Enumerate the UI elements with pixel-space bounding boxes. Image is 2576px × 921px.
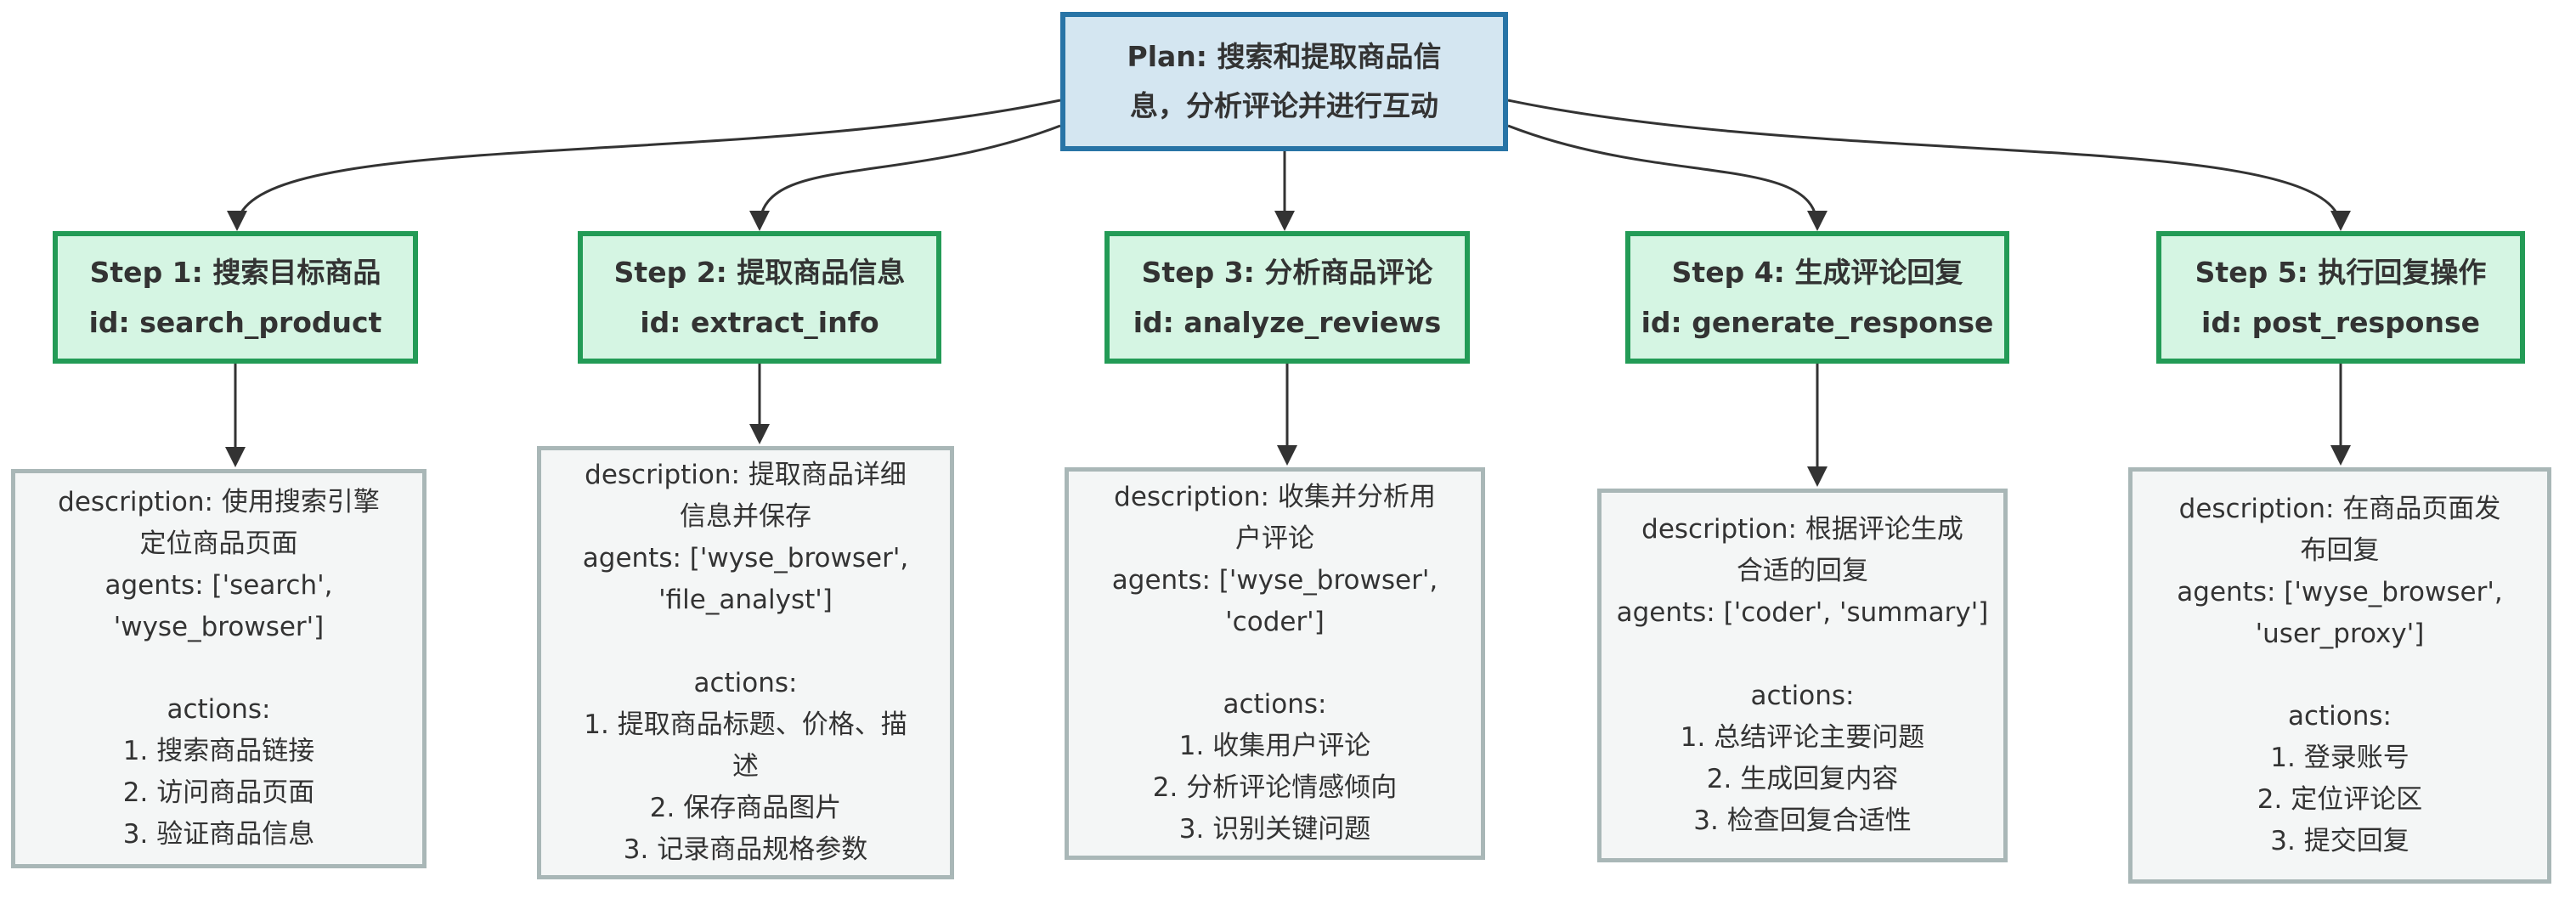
detail-node-1: description: 使用搜索引擎 定位商品页面 agents: ['sea… xyxy=(11,469,427,868)
plan-label: Plan: 搜索和提取商品信 息，分析评论并进行互动 xyxy=(1127,40,1442,122)
detail-text: description: 根据评论生成 合适的回复 agents: ['code… xyxy=(1616,514,1989,836)
step-node-1: Step 1: 搜索目标商品 id: search_product xyxy=(53,231,418,364)
step-label: Step 2: 提取商品信息 id: extract_info xyxy=(613,255,906,339)
edge-plan-step1 xyxy=(227,99,1061,231)
plan-node: Plan: 搜索和提取商品信 息，分析评论并进行互动 xyxy=(1060,12,1508,151)
edge-plan-step2 xyxy=(749,124,1061,231)
step-node-3: Step 3: 分析商品评论 id: analyze_reviews xyxy=(1104,231,1470,364)
step-label: Step 5: 执行回复操作 id: post_response xyxy=(2195,255,2487,339)
edge-plan-step4 xyxy=(1507,124,1827,231)
detail-node-5: description: 在商品页面发 布回复 agents: ['wyse_b… xyxy=(2128,467,2551,884)
step-node-5: Step 5: 执行回复操作 id: post_response xyxy=(2156,231,2525,364)
step-node-4: Step 4: 生成评论回复 id: generate_response xyxy=(1625,231,2009,364)
detail-text: description: 提取商品详细 信息并保存 agents: ['wyse… xyxy=(582,460,909,865)
detail-node-3: description: 收集并分析用 户评论 agents: ['wyse_b… xyxy=(1065,467,1485,860)
detail-text: description: 使用搜索引擎 定位商品页面 agents: ['sea… xyxy=(58,486,380,850)
detail-text: description: 收集并分析用 户评论 agents: ['wyse_b… xyxy=(1111,481,1438,845)
detail-node-4: description: 根据评论生成 合适的回复 agents: ['code… xyxy=(1597,489,2008,862)
step-label: Step 4: 生成评论回复 id: generate_response xyxy=(1641,255,1994,339)
detail-node-2: description: 提取商品详细 信息并保存 agents: ['wyse… xyxy=(537,446,954,879)
edge-plan-step5 xyxy=(1507,99,2351,231)
step-label: Step 1: 搜索目标商品 id: search_product xyxy=(88,255,382,339)
step-node-2: Step 2: 提取商品信息 id: extract_info xyxy=(578,231,941,364)
detail-text: description: 在商品页面发 布回复 agents: ['wyse_b… xyxy=(2177,493,2503,857)
step-label: Step 3: 分析商品评论 id: analyze_reviews xyxy=(1133,255,1442,339)
